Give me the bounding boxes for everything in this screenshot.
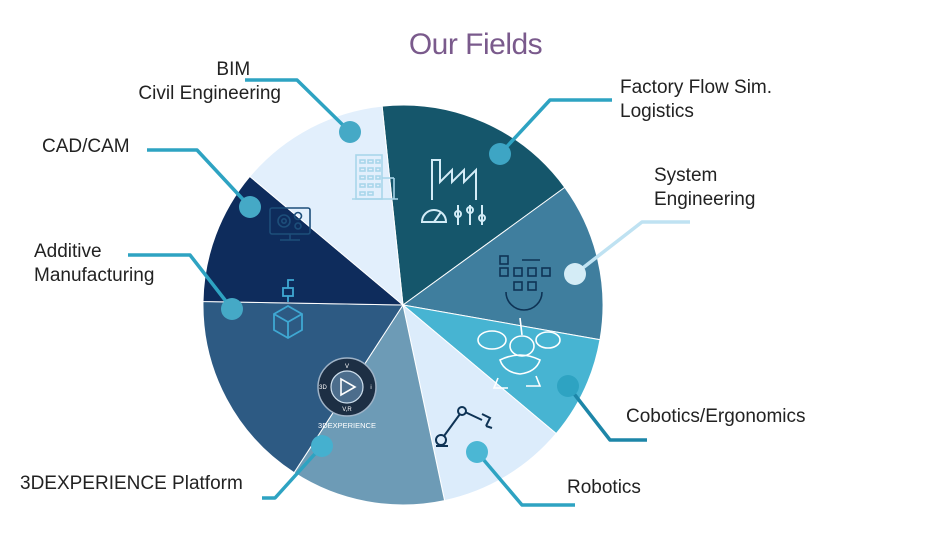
connector-factory	[498, 98, 612, 156]
label-additive-line1: Additive	[34, 241, 102, 262]
label-factory: Factory Flow Sim. Logistics	[620, 76, 772, 124]
dot-system	[564, 263, 586, 285]
dot-factory	[489, 143, 511, 165]
label-robotics-line1: Robotics	[567, 477, 641, 498]
building-icon	[352, 154, 398, 200]
monitor-gear-icon	[269, 207, 311, 241]
connector-cad	[147, 148, 252, 209]
slice-cad	[249, 105, 404, 307]
label-system-line2: Engineering	[654, 189, 756, 210]
label-cobotics: Cobotics/Ergonomics	[626, 405, 806, 429]
connector-system	[573, 220, 690, 276]
compass-brand: 3DEXPERIENCE	[318, 421, 376, 430]
slice-bim	[381, 104, 566, 306]
compass-left: 3D	[319, 385, 327, 391]
cube-printer-icon	[273, 279, 303, 340]
compass-icon	[317, 357, 377, 417]
flowchart-icon	[499, 255, 551, 311]
compass-right: i	[370, 385, 371, 391]
dot-additive	[221, 298, 243, 320]
label-cad: CAD/CAM	[42, 135, 130, 159]
dot-bim	[339, 121, 361, 143]
label-system-line1: System	[654, 165, 718, 186]
label-platform-line1: 3DEXPERIENCE Platform	[20, 473, 243, 494]
dot-robotics	[466, 441, 488, 463]
compass-top: V	[345, 364, 349, 370]
label-additive: Additive Manufacturing	[34, 240, 154, 288]
connector-additive	[128, 253, 234, 311]
label-cad-line1: CAD/CAM	[42, 136, 130, 157]
label-bim-line2: Civil Engineering	[138, 83, 281, 104]
dot-cobotics	[557, 375, 579, 397]
connector-cobotics	[566, 384, 647, 442]
dot-cad	[239, 196, 261, 218]
connector-platform	[262, 444, 324, 500]
label-bim: BIM Civil Engineering	[138, 58, 281, 106]
label-platform: 3DEXPERIENCE Platform	[20, 472, 243, 496]
label-additive-line2: Manufacturing	[34, 265, 155, 286]
robot-arm-icon	[435, 406, 493, 447]
dot-platform	[311, 435, 333, 457]
label-cobotics-line1: Cobotics/Ergonomics	[626, 406, 806, 427]
connector-robotics	[475, 450, 575, 507]
connector-bim	[245, 78, 352, 134]
page-title: Our Fields	[408, 28, 543, 61]
factory-icon	[420, 159, 486, 225]
slice-cobotics	[402, 303, 557, 502]
label-robotics: Robotics	[567, 476, 641, 500]
slice-platform	[202, 300, 404, 474]
label-factory-line1: Factory Flow Sim.	[620, 77, 773, 98]
mannequin-icon	[477, 317, 561, 389]
label-system: System Engineering	[654, 164, 755, 212]
label-bim-line1: BIM	[216, 59, 251, 80]
slice-system	[401, 304, 601, 435]
compass-bottom: V,R	[342, 407, 352, 413]
label-factory-line2: Logistics	[620, 101, 694, 122]
